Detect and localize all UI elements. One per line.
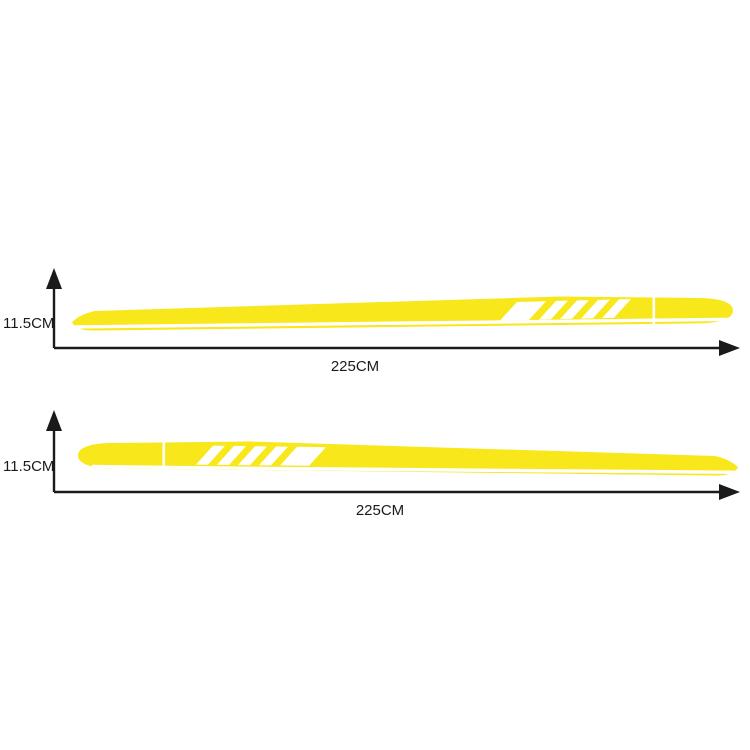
decal-top-group: 11.5CM 225CM (3, 268, 740, 375)
vertical-axis-top (46, 268, 62, 348)
height-label-bottom: 11.5CM (3, 458, 54, 475)
vertical-axis-bottom (46, 410, 62, 492)
length-label-bottom: 225CM (356, 502, 404, 519)
decal-top-shape (72, 296, 733, 331)
height-label-top: 11.5CM (3, 315, 54, 332)
pinstripe-separator-top (74, 317, 733, 329)
decal-bottom-group: 11.5CM 225CM (3, 410, 740, 519)
up-arrow-head-bottom (46, 410, 62, 431)
pinstripe-separator-bottom (92, 464, 738, 474)
decal-bottom-shape (78, 441, 738, 476)
stripe-gaps-bottom (196, 445, 326, 466)
cap-separator-top (652, 296, 656, 331)
stripe-gaps-top (500, 299, 631, 321)
length-label-top: 225CM (331, 358, 379, 375)
horizontal-axis-top (54, 340, 740, 356)
right-arrow-head-bottom (719, 484, 740, 500)
up-arrow-head-top (46, 268, 62, 289)
cap-separator-bottom (162, 441, 166, 476)
right-arrow-head-top (719, 340, 740, 356)
horizontal-axis-bottom (54, 484, 740, 500)
